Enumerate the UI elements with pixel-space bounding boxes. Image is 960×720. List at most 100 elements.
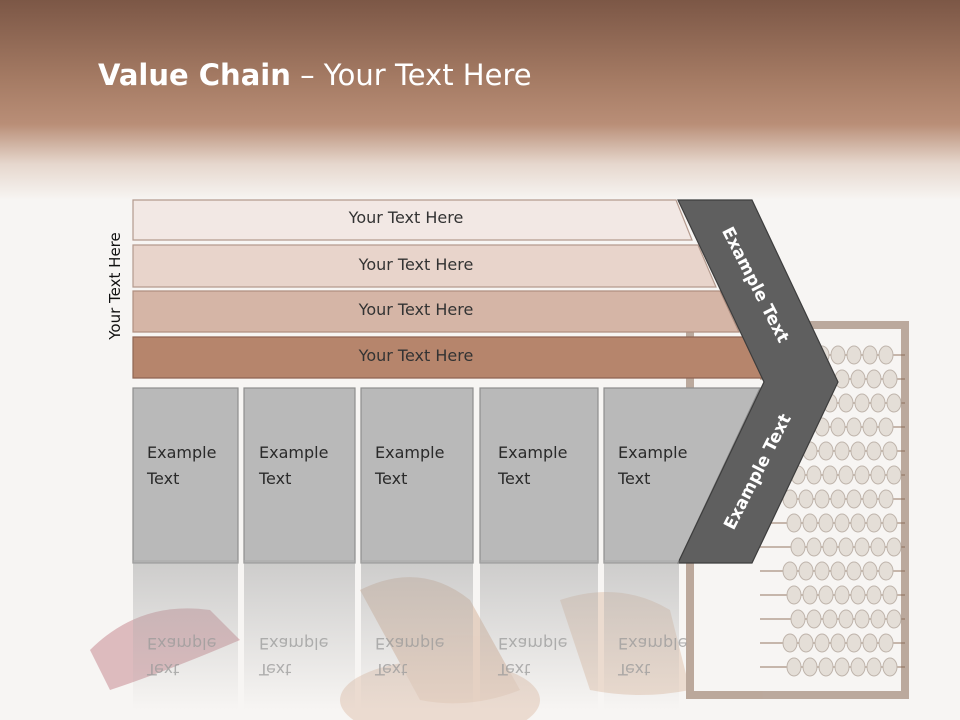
column-3-reflection — [361, 560, 473, 710]
abacus-bead — [818, 657, 834, 677]
abacus-bead — [786, 585, 802, 605]
abacus-bead — [882, 369, 898, 389]
abacus-bead — [814, 489, 830, 509]
abacus-bead — [882, 657, 898, 677]
column-2-text: Example Text — [259, 440, 359, 492]
column-3-reflection-line2: Text — [375, 660, 408, 679]
column-1-reflection-line1: Example — [147, 634, 217, 653]
abacus-bead — [850, 585, 866, 605]
abacus-bead — [790, 537, 806, 557]
abacus-bead — [854, 609, 870, 629]
column-4-reflection-line1: Example — [498, 634, 568, 653]
abacus-bead — [846, 489, 862, 509]
column-4-line2: Text — [498, 469, 531, 488]
column-4-reflection-line2: Text — [498, 660, 531, 679]
abacus-bead — [834, 585, 850, 605]
side-label-text: Your Text Here — [106, 232, 124, 340]
abacus-bead — [830, 561, 846, 581]
abacus-bead — [838, 609, 854, 629]
abacus-bead — [882, 441, 898, 461]
abacus-bead — [790, 609, 806, 629]
abacus-bead — [822, 537, 838, 557]
abacus-bead — [818, 441, 834, 461]
column-2[interactable] — [243, 387, 356, 564]
abacus-bead — [846, 345, 862, 365]
column-4-reflection-text: Text Example — [498, 630, 598, 682]
abacus-bead — [830, 345, 846, 365]
abacus-bead — [870, 393, 886, 413]
abacus-bead — [862, 417, 878, 437]
abacus-bead — [854, 537, 870, 557]
abacus-bead — [834, 513, 850, 533]
column-5-reflection-line2: Text — [618, 660, 651, 679]
abacus-bead — [886, 465, 902, 485]
abacus-bead — [822, 609, 838, 629]
abacus-bead — [866, 657, 882, 677]
title-bold-text: Value Chain — [98, 58, 291, 92]
column-3-line2: Text — [375, 469, 408, 488]
abacus-bead — [806, 609, 822, 629]
abacus-bead — [850, 369, 866, 389]
abacus-bead — [862, 561, 878, 581]
abacus-bead — [798, 633, 814, 653]
abacus-bead — [878, 561, 894, 581]
abacus-bead — [886, 537, 902, 557]
column-2-reflection-text: Text Example — [259, 630, 359, 682]
abacus-bead — [782, 633, 798, 653]
abacus-bead — [866, 369, 882, 389]
column-3-line1: Example — [375, 443, 445, 462]
abacus-bead — [862, 345, 878, 365]
slide-title[interactable]: Value Chain – Your Text Here — [98, 52, 532, 98]
abacus-bead — [786, 657, 802, 677]
column-4-line1: Example — [498, 443, 568, 462]
abacus-bead — [862, 489, 878, 509]
abacus-bead — [846, 633, 862, 653]
column-4[interactable] — [479, 387, 599, 564]
abacus-bead — [866, 585, 882, 605]
column-5-reflection-text: Text Example — [618, 630, 718, 682]
header-band — [0, 0, 960, 200]
abacus-bead — [802, 657, 818, 677]
abacus-bead — [834, 657, 850, 677]
abacus-bead — [806, 465, 822, 485]
abacus-bead — [878, 489, 894, 509]
column-5-reflection-line1: Example — [618, 634, 688, 653]
column-3-text: Example Text — [375, 440, 475, 492]
abacus-bead — [838, 537, 854, 557]
column-3[interactable] — [360, 387, 474, 564]
abacus-bead — [886, 393, 902, 413]
bar-3-label: Your Text Here — [358, 300, 474, 319]
abacus-bead — [846, 417, 862, 437]
abacus-bead — [834, 441, 850, 461]
abacus-bead — [822, 465, 838, 485]
bar-1[interactable] — [132, 199, 693, 241]
abacus-bead — [850, 657, 866, 677]
bar-1-label: Your Text Here — [348, 208, 464, 227]
abacus-bead — [886, 609, 902, 629]
column-5-line1: Example — [618, 443, 688, 462]
column-1[interactable] — [132, 387, 239, 564]
abacus-bead — [786, 513, 802, 533]
abacus-bead — [870, 537, 886, 557]
abacus-bead — [798, 561, 814, 581]
column-2-line2: Text — [259, 469, 292, 488]
bar-3[interactable] — [132, 290, 740, 333]
abacus-bead — [830, 633, 846, 653]
abacus-bead — [866, 513, 882, 533]
abacus-bead — [830, 489, 846, 509]
column-5-line2: Text — [618, 469, 651, 488]
abacus-bead — [866, 441, 882, 461]
abacus-bead — [798, 489, 814, 509]
chevron-arrow[interactable] — [677, 199, 839, 564]
column-2-reflection-line2: Text — [259, 660, 292, 679]
column-2-line1: Example — [259, 443, 329, 462]
column-2-reflection-line1: Example — [259, 634, 329, 653]
abacus-bead — [802, 513, 818, 533]
abacus-bead — [870, 465, 886, 485]
column-1-reflection — [133, 560, 238, 710]
bar-2[interactable] — [132, 244, 717, 288]
abacus-bead — [838, 465, 854, 485]
abacus-bead — [846, 561, 862, 581]
bar-4-label: Your Text Here — [358, 346, 474, 365]
